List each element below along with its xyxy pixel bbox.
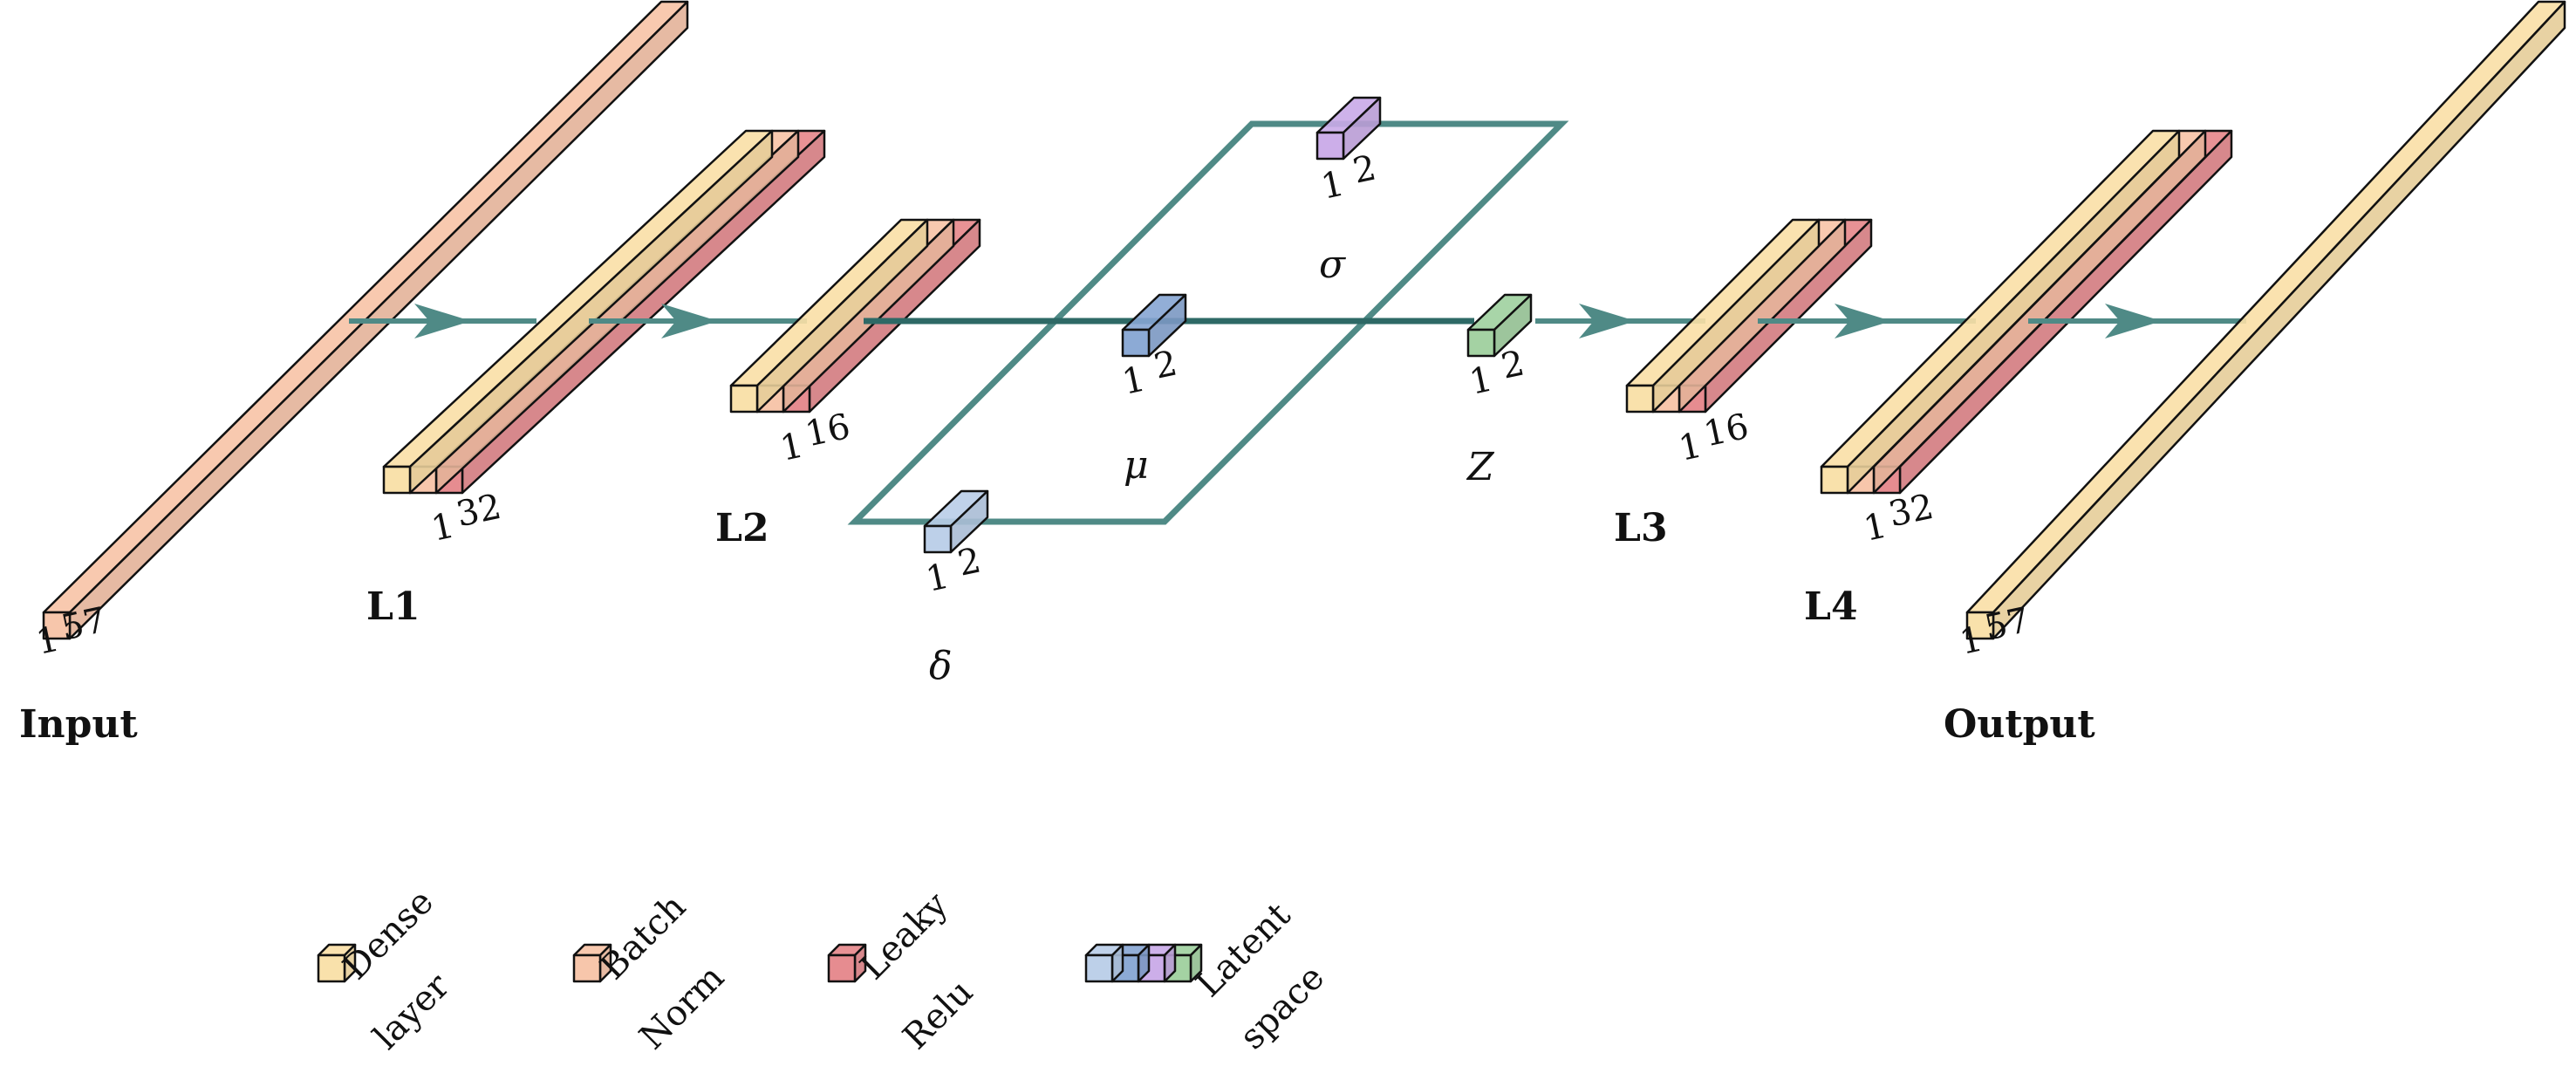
l1-slab-0-top (382, 129, 774, 468)
legend-leaky-swatch (827, 943, 867, 983)
latent-space-blocks (923, 96, 1533, 554)
l1-slab-0-front (382, 465, 412, 495)
l1-label: L1 (366, 584, 420, 629)
legend-dense-swatch (317, 943, 357, 983)
legend-dense-cube-front (317, 953, 346, 983)
sigma-cube-front (1315, 131, 1345, 161)
input-dim: 157 (31, 600, 111, 663)
legend-latent-swatch (1084, 943, 1203, 983)
z-cube-front (1466, 328, 1496, 358)
l3-label: L3 (1614, 506, 1668, 550)
legend-batchnorm-swatch (572, 943, 612, 983)
output-label: Output (1944, 702, 2095, 747)
input-label: Input (19, 702, 138, 747)
legend: Dense layer Batch Norm Leaky Relu Latent… (317, 882, 1332, 1057)
data-flow-arrows (349, 304, 536, 338)
l2-slab-0-front (729, 384, 759, 413)
legend-batchnorm-line1: Batch (593, 886, 694, 988)
mu-label: μ (1124, 443, 1149, 488)
l4-label: L4 (1804, 584, 1858, 629)
input-slab-0-front (42, 611, 72, 640)
l3-dim: 116 (1673, 407, 1753, 469)
z-label: Z (1466, 445, 1495, 489)
delta-label: δ (929, 644, 953, 688)
l1-dim: 132 (426, 487, 506, 550)
flow-arrowhead-2 (661, 304, 718, 338)
l4-layer-block (1820, 129, 2233, 495)
legend-batchnorm-line2: Norm (632, 957, 733, 1057)
flow-l4-output (2028, 304, 2246, 338)
l4-dim: 132 (1858, 487, 1938, 550)
flow-latent-l3 (1535, 304, 1705, 338)
flow-l3-l4 (1758, 304, 1976, 338)
l4-slab-0-front (1820, 465, 1849, 495)
l1-slab-0-side (408, 129, 774, 495)
l1-layer-block (382, 129, 826, 495)
output-dim: 157 (1954, 600, 2034, 663)
sigma-label: σ (1319, 243, 1347, 287)
l3-slab-0-front (1625, 384, 1655, 413)
legend-dense-line2: layer (366, 966, 458, 1057)
l2-dim: 116 (775, 407, 855, 469)
latent-parallelogram (847, 120, 1569, 525)
l2-label: L2 (715, 506, 769, 550)
flow-l1-l2 (589, 304, 807, 338)
legend-latent-cube-0-front (1084, 953, 1114, 983)
l2-layer-block (729, 218, 981, 413)
l3-layer-block (1625, 218, 1873, 413)
flow-arrowhead-4 (1835, 304, 1891, 338)
output-slab-0-front (1965, 611, 1995, 640)
delta-cube-front (923, 524, 953, 554)
flow-arrowhead-5 (2105, 304, 2162, 338)
legend-batchnorm-cube-front (572, 953, 602, 983)
legend-leaky-line2: Relu (896, 972, 981, 1057)
output-layer-block (1965, 0, 2566, 640)
mu-cube-front (1121, 328, 1151, 358)
legend-leaky-line1: Leaky (853, 885, 956, 988)
legend-leaky-cube-front (827, 953, 857, 983)
flow-arrowhead-1 (414, 304, 471, 338)
flow-arrowhead-3 (1579, 304, 1636, 338)
l4-slab-0-top (1820, 129, 2181, 468)
